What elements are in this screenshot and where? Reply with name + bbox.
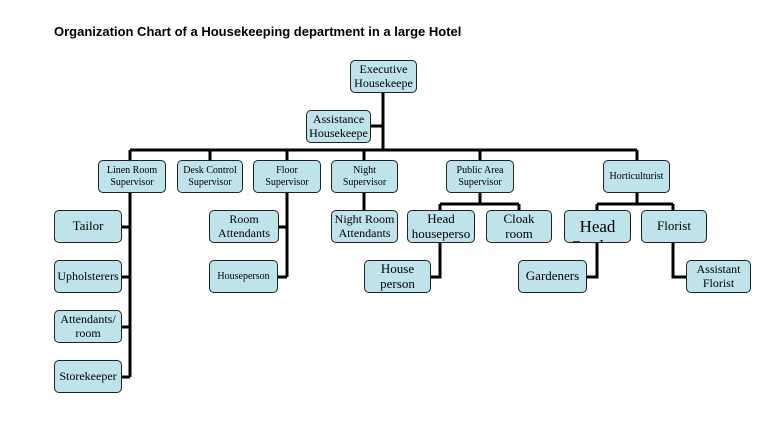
node-public-area-supervisor: Public Area Supervisor [446,160,514,193]
chart-title: Organization Chart of a Housekeeping dep… [54,24,462,39]
node-assistant-florist: Assistant Florist [686,260,751,293]
connector-gardeners [587,243,599,279]
node-upholsterers: Upholsterers [54,260,122,293]
node-florist: Florist [641,210,707,243]
node-desk-control-supervisor: Desk Control Supervisor [177,160,243,193]
connector-house-person [431,243,442,279]
node-storekeeper: Storekeeper [54,360,122,393]
node-floor-supervisor: Floor Supervisor [253,160,321,193]
connector-assistant-florist [671,243,686,279]
node-cloak-room: Cloak room [486,210,552,243]
node-head-houseperson: Head houseperso [407,210,475,243]
node-assistant-housekeeper: Assistance Housekeepe [306,110,371,143]
node-gardeners: Gardeners [518,260,587,293]
node-night-room-attendants: Night Room Attendants [331,210,398,243]
node-linen-room-supervisor: Linen Room Supervisor [98,160,166,193]
node-houseperson: Houseperson [209,260,278,293]
node-head-gardener: Head Gardner [564,210,631,243]
node-horticulturist: Horticulturist [603,160,670,193]
node-house-person: House person [364,260,431,293]
node-attendants-room: Attendants/ room [54,310,122,343]
node-executive-housekeeper: Executive Housekeepe [350,60,417,93]
node-tailor: Tailor [54,210,122,243]
node-night-supervisor: Night Supervisor [331,160,398,193]
node-room-attendants: Room Attendants [209,210,279,243]
